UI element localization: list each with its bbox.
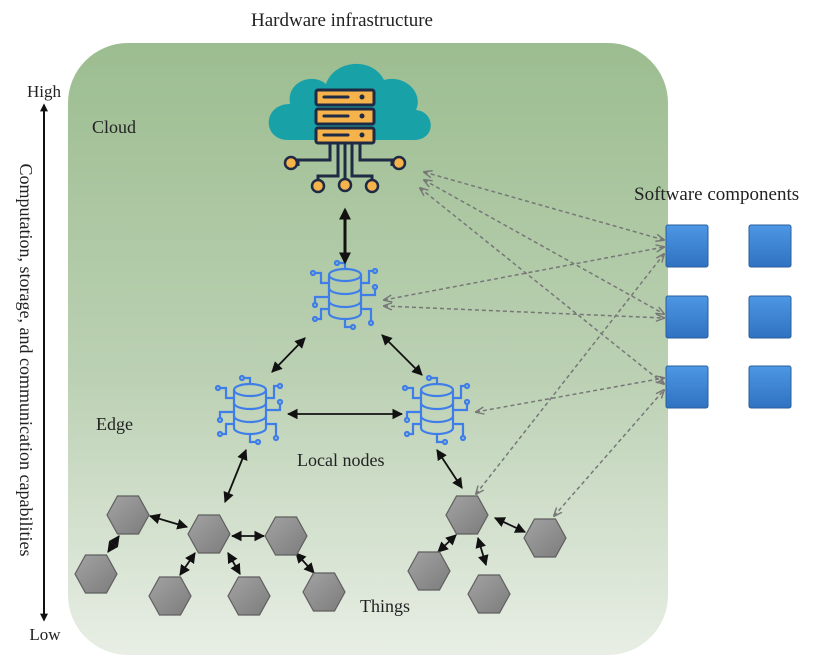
thing-link-3 [107, 535, 120, 553]
tier-label-cloud: Cloud [92, 117, 136, 137]
edge-left-thing-link [223, 448, 248, 504]
software-component-block [665, 224, 709, 268]
mapping-line [476, 254, 664, 494]
axis-high-label: High [27, 82, 62, 101]
software-component-block [748, 224, 792, 268]
software-component-block [665, 365, 709, 409]
tier-label-things: Things [360, 596, 410, 616]
axis-low-label: Low [29, 625, 61, 644]
hardware-links [107, 207, 526, 576]
software-mapping-links [384, 172, 664, 516]
edge-top-right-link [381, 334, 423, 376]
software-component-block [665, 295, 709, 339]
software-component-block [748, 365, 792, 409]
thing-link-4 [179, 552, 196, 576]
software-components-label: Software components [634, 184, 799, 205]
thing-link-8 [437, 534, 457, 553]
edge-right-thing-link [436, 449, 463, 489]
tier-label-local-nodes: Local nodes [297, 450, 384, 470]
thing-link-9 [475, 536, 489, 567]
tier-label-edge: Edge [96, 414, 133, 434]
thing-link-7 [494, 517, 526, 533]
thing-link-6 [295, 552, 315, 574]
thing-link-5 [227, 552, 241, 575]
axis-capability-label: Computation, storage, and communication … [16, 164, 36, 557]
cloud-server-icon [268, 63, 431, 194]
thing-link-1 [148, 513, 189, 530]
diagram-title: Hardware infrastructure [251, 10, 433, 31]
edge-top-left-link [271, 337, 306, 373]
software-component-block [748, 295, 792, 339]
software-components-grid [665, 224, 792, 409]
